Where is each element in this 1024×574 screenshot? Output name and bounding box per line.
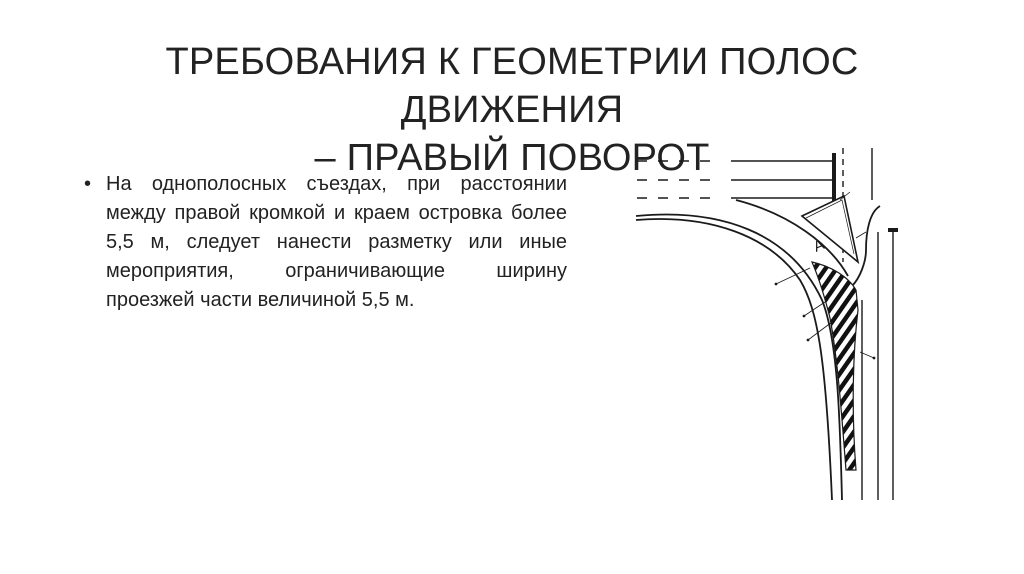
right-turn-lane-diagram: А <box>635 148 898 500</box>
stop-line <box>832 153 836 201</box>
title-line-2: – ПРАВЫЙ ПОВОРОТ <box>314 137 710 179</box>
bullet-icon: • <box>84 173 92 195</box>
hatched-marking <box>810 261 859 471</box>
bullet-text: На однополосных съездах, при расстоянии … <box>106 173 567 311</box>
approach-lane-dashes <box>637 160 716 199</box>
turn-curves <box>635 199 881 500</box>
traffic-island <box>800 194 860 265</box>
title-line-1: ТРЕБОВАНИЯ К ГЕОМЕТРИИ ПОЛОС ДВИЖЕНИЯ <box>165 41 859 131</box>
leader-ticks <box>774 282 876 360</box>
slide-title: ТРЕБОВАНИЯ К ГЕОМЕТРИИ ПОЛОС ДВИЖЕНИЯ – … <box>70 38 954 182</box>
bullet-list: • На однополосных съездах, при расстояни… <box>84 170 567 315</box>
leader-lines <box>775 191 875 359</box>
cross-road-marker <box>888 228 898 232</box>
bullet-item: • На однополосных съездах, при расстояни… <box>84 170 567 315</box>
approach-lane-solid <box>731 160 834 199</box>
